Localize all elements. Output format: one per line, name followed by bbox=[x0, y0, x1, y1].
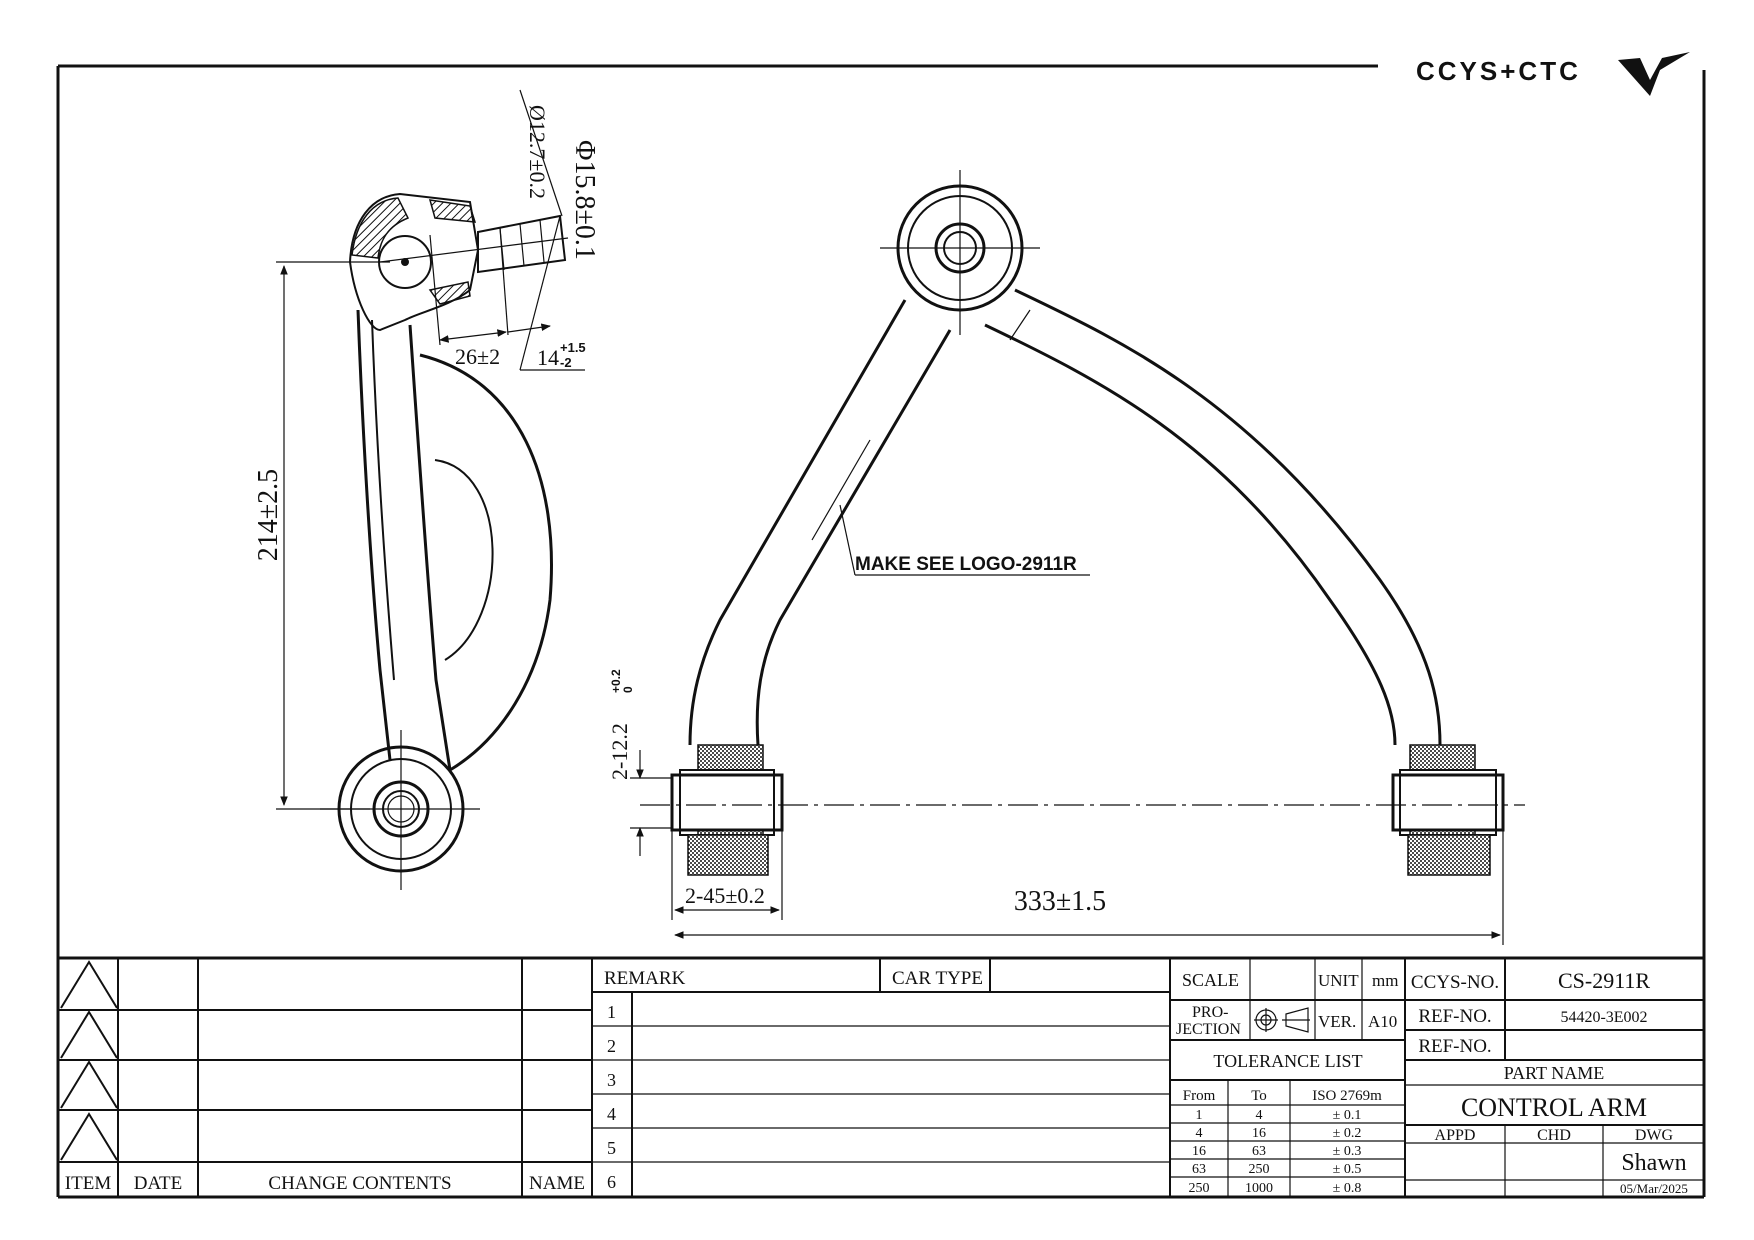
scale-label: SCALE bbox=[1182, 970, 1239, 990]
logo-wing-icon bbox=[1618, 52, 1690, 96]
tol-row-4-to: 250 bbox=[1249, 1162, 1270, 1177]
tol-header-iso: ISO 2769m bbox=[1312, 1088, 1382, 1104]
tol-row-1-from: 1 bbox=[1196, 1108, 1203, 1123]
ccys-no-value: CS-2911R bbox=[1558, 968, 1650, 993]
tolerance-rows: 1 4 ± 0.1 4 16 ± 0.2 16 63 ± 0.3 63 250 … bbox=[1189, 1108, 1362, 1196]
remark-row-6: 6 bbox=[607, 1172, 616, 1192]
tol-row-4-from: 63 bbox=[1192, 1162, 1206, 1177]
dim-bushing-width: 2-45±0.2 bbox=[685, 883, 765, 908]
remark-label: REMARK bbox=[604, 968, 686, 989]
side-view: 214±2.5 26±2 14 +1.5 -2 Ø12.7±0.2 Φ15.8±… bbox=[253, 89, 600, 890]
tol-row-4-value: ± 0.5 bbox=[1333, 1162, 1362, 1177]
ver-label: VER. bbox=[1318, 1012, 1356, 1031]
appd-label: APPD bbox=[1435, 1127, 1476, 1144]
ccys-no-label: CCYS-NO. bbox=[1411, 972, 1499, 993]
rev-header-date: DATE bbox=[134, 1173, 183, 1194]
dim-ball-stud-diameter: Ø12.7±0.2 bbox=[525, 105, 550, 199]
dim-ball-diameter: Φ15.8±0.1 bbox=[569, 140, 600, 260]
unit-value: mm bbox=[1372, 971, 1398, 990]
chd-label: CHD bbox=[1537, 1127, 1571, 1144]
unit-label: UNIT bbox=[1318, 971, 1359, 990]
tol-header-to: To bbox=[1251, 1088, 1267, 1104]
ref-no-value-1: 54420-3E002 bbox=[1560, 1009, 1647, 1026]
dim-bushing-diameter-tol-lower: 0 bbox=[621, 686, 635, 693]
dim-stud-length-1: 26±2 bbox=[455, 344, 500, 369]
ref-no-label-1: REF-NO. bbox=[1418, 1006, 1491, 1027]
rev-header-item: ITEM bbox=[65, 1173, 112, 1194]
remark-row-1: 1 bbox=[607, 1002, 616, 1022]
drawing-date: 05/Mar/2025 bbox=[1620, 1181, 1688, 1196]
tol-row-3-value: ± 0.3 bbox=[1333, 1144, 1362, 1159]
dim-stud-length-2: 14 bbox=[537, 345, 559, 370]
remark-row-2: 2 bbox=[607, 1036, 616, 1056]
ref-no-label-2: REF-NO. bbox=[1418, 1036, 1491, 1057]
rev-header-name: NAME bbox=[529, 1173, 585, 1194]
projection-symbol-icon bbox=[1254, 1007, 1310, 1033]
tol-row-2-value: ± 0.2 bbox=[1333, 1126, 1362, 1141]
brand-logo: CCYS+CTC bbox=[1416, 52, 1690, 96]
dim-stud-length-2-tol-lower: -2 bbox=[560, 355, 572, 370]
sheet-frame bbox=[56, 64, 1706, 1199]
tol-row-5-to: 1000 bbox=[1245, 1181, 1273, 1196]
tol-row-3-to: 63 bbox=[1252, 1144, 1266, 1159]
car-type-label: CAR TYPE bbox=[892, 968, 983, 989]
part-name-label: PART NAME bbox=[1504, 1063, 1604, 1083]
ver-value: A10 bbox=[1368, 1012, 1397, 1031]
remark-row-4: 4 bbox=[607, 1104, 616, 1124]
annotation-logo-note: MAKE SEE LOGO-2911R bbox=[855, 554, 1077, 575]
projection-label-2: JECTION bbox=[1176, 1021, 1241, 1038]
dim-bushing-diameter-tol-upper: +0.2 bbox=[609, 669, 623, 693]
rev-header-contents: CHANGE CONTENTS bbox=[268, 1173, 451, 1194]
dwg-label: DWG bbox=[1635, 1127, 1674, 1144]
dim-bushing-diameter: 2-12.2 bbox=[607, 723, 632, 780]
tol-row-5-from: 250 bbox=[1189, 1181, 1210, 1196]
tol-row-2-from: 4 bbox=[1196, 1126, 1203, 1141]
remark-row-5: 5 bbox=[607, 1138, 616, 1158]
tolerance-title: TOLERANCE LIST bbox=[1213, 1051, 1362, 1071]
logo-text: CCYS+CTC bbox=[1416, 56, 1581, 86]
drawn-by: Shawn bbox=[1621, 1150, 1686, 1176]
dim-stud-length-2-tol-upper: +1.5 bbox=[560, 340, 586, 355]
remark-row-3: 3 bbox=[607, 1070, 616, 1090]
tol-row-2-to: 16 bbox=[1252, 1126, 1266, 1141]
tol-row-5-value: ± 0.8 bbox=[1333, 1181, 1362, 1196]
part-name-value: CONTROL ARM bbox=[1461, 1093, 1647, 1122]
tol-row-1-to: 4 bbox=[1256, 1108, 1263, 1123]
projection-label-1: PRO- bbox=[1192, 1004, 1228, 1021]
dim-total-length: 333±1.5 bbox=[1014, 886, 1106, 917]
tol-row-3-from: 16 bbox=[1192, 1144, 1206, 1159]
top-view: MAKE SEE LOGO-2911R 2-12.2 +0.2 0 2-45±0… bbox=[607, 170, 1525, 945]
dim-height: 214±2.5 bbox=[253, 469, 284, 561]
title-block: ITEM DATE CHANGE CONTENTS NAME REMARK CA… bbox=[58, 956, 1704, 1197]
tol-header-from: From bbox=[1183, 1088, 1216, 1104]
tol-row-1-value: ± 0.1 bbox=[1333, 1108, 1362, 1123]
